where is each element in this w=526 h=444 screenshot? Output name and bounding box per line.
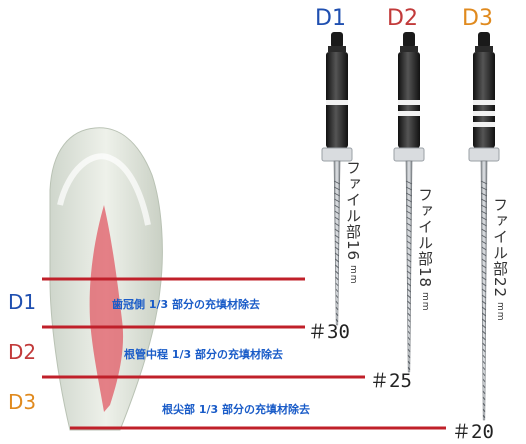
file-part-label-d2: ファイル部18 mm [416,187,434,312]
size-label-d3: ＃20 [452,421,494,443]
file-collar-d2 [393,147,425,162]
segment-length-d2: 18 [416,267,434,289]
description-d3: 根尖部 1/3 部分の充填材除去 [162,403,310,416]
file-heading-d2: D2 [387,6,418,31]
file-flutes-d1 [333,180,341,323]
row-label-d3: D3 [8,390,37,414]
file-part-text-d1: ファイル部 [344,160,362,240]
row-label-d2: D2 [8,340,37,364]
size-label-d2: ＃25 [370,370,412,392]
file-ring-d3-3 [473,122,495,127]
file-part-text-d3: ファイル部 [491,197,509,277]
description-d1: 歯冠側 1/3 部分の充填材除去 [112,298,260,311]
file-ring-d1-1 [326,100,348,105]
segment-length-d1: 16 [344,240,362,262]
file-heading-d1: D1 [315,6,346,31]
file-part-label-d1: ファイル部16 mm [344,160,362,285]
unit-d3: mm [495,302,505,322]
file-nub-d1 [331,32,343,48]
segment-length-d3: 22 [491,277,509,299]
file-nub-d3 [478,32,490,48]
description-d2: 根管中程 1/3 部分の充填材除去 [124,348,283,361]
file-part-text-d2: ファイル部 [416,187,434,267]
file-neck-d2 [400,46,418,52]
level-lines [42,277,446,430]
row-label-d1: D1 [8,290,37,314]
file-instruments [321,32,500,421]
file-neck-d3 [475,46,493,52]
file-neck-d1 [328,46,346,52]
file-part-label-d3: ファイル部22 mm [491,197,509,322]
file-ring-d2-2 [398,111,420,116]
unit-d1: mm [348,265,358,285]
file-heading-d3: D3 [462,6,493,31]
file-ring-d3-2 [473,111,495,116]
file-flutes-d2 [405,180,413,371]
file-nub-d2 [403,32,415,48]
file-ring-d3-1 [473,100,495,105]
file-ring-d2-1 [398,100,420,105]
size-label-d1: ＃30 [308,321,350,343]
pulp-canal [89,205,124,412]
unit-d2: mm [420,292,430,312]
file-collar-d3 [468,147,500,162]
file-flutes-d3 [480,180,488,419]
